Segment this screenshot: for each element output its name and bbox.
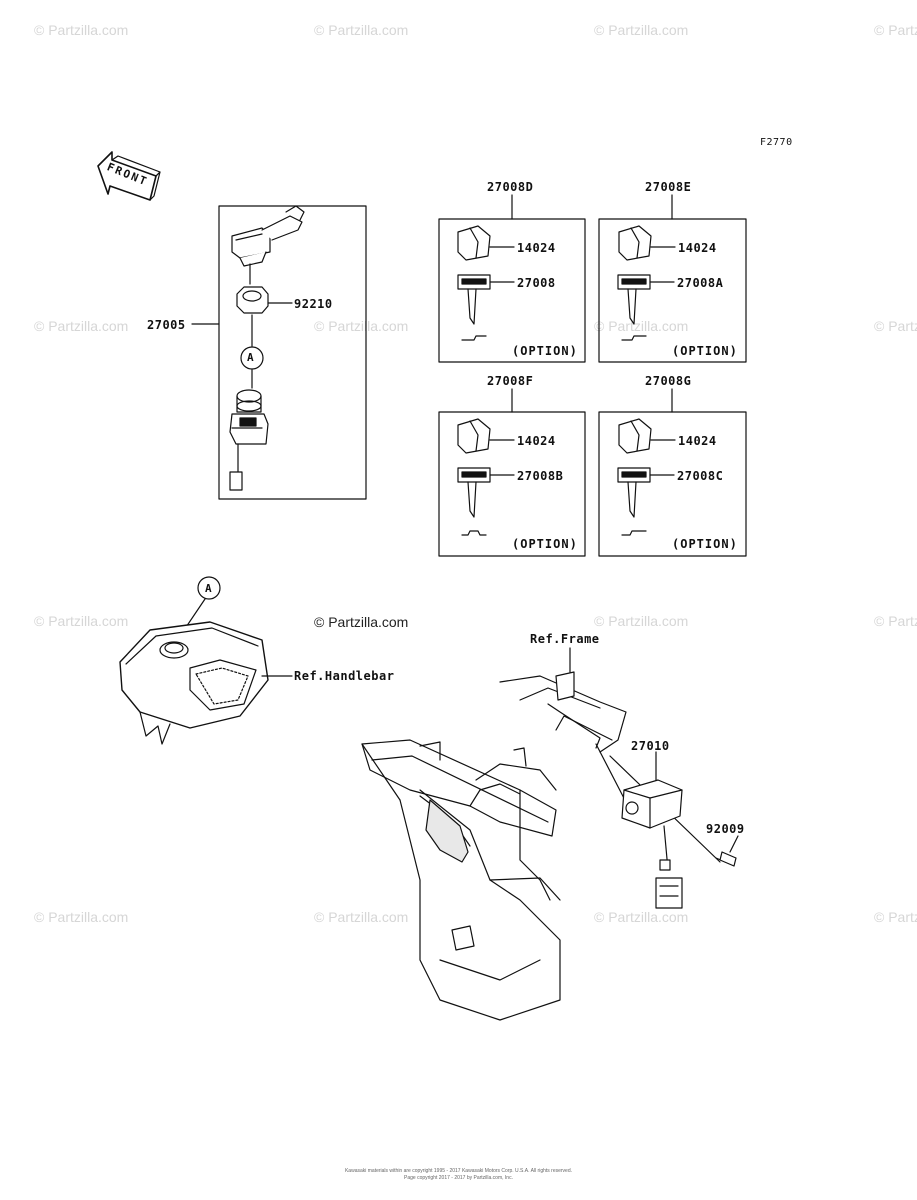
option-note: (OPTION) — [512, 537, 578, 551]
ignition-assembly-box — [218, 205, 367, 500]
watermark: © Partzilla.com — [314, 22, 409, 38]
watermark: © Partzilla.com — [314, 909, 409, 925]
callout-circle — [240, 346, 264, 370]
ignition-switch-icon — [229, 389, 269, 491]
front-arrow-icon — [97, 151, 161, 201]
key-number[interactable]: 27008C — [677, 469, 724, 483]
callout-a-label: A — [205, 582, 213, 595]
key-set-number[interactable]: 27008E — [645, 180, 692, 194]
assembly-number[interactable]: 27005 — [147, 318, 186, 332]
nut-icon — [236, 286, 293, 314]
callout-a-label: A — [247, 351, 255, 364]
option-note: (OPTION) — [512, 344, 578, 358]
switch-number[interactable]: 27010 — [631, 739, 670, 753]
key-set-number[interactable]: 27008G — [645, 374, 692, 388]
key-cover-icon — [618, 225, 676, 261]
key-icon — [231, 205, 305, 285]
watermark: © Partzilla.com — [594, 613, 689, 629]
ref-frame-label: Ref.Frame — [530, 632, 600, 646]
switch-icon — [621, 751, 683, 909]
watermark: © Partzilla.com — [314, 318, 409, 334]
key-blank-icon — [617, 467, 675, 536]
watermark: © Partzilla.com — [874, 613, 917, 629]
watermark: © Partzilla.com — [34, 318, 129, 334]
copyright-text: © Partzilla.com — [314, 614, 409, 630]
key-number[interactable]: 27008A — [677, 276, 724, 290]
handlebar-cover-icon — [119, 621, 293, 745]
key-number[interactable]: 27008 — [517, 276, 556, 290]
watermark: © Partzilla.com — [874, 318, 917, 334]
key-blank-icon — [457, 274, 515, 341]
watermark: © Partzilla.com — [594, 909, 689, 925]
key-cover-number[interactable]: 14024 — [517, 434, 556, 448]
key-set-number[interactable]: 27008F — [487, 374, 534, 388]
watermark: © Partzilla.com — [34, 909, 129, 925]
watermark: © Partzilla.com — [594, 318, 689, 334]
key-cover-icon — [457, 225, 515, 261]
bolt-number[interactable]: 92009 — [706, 822, 745, 836]
key-cover-number[interactable]: 14024 — [678, 241, 717, 255]
callout-circle — [197, 576, 221, 600]
watermark: © Partzilla.com — [594, 22, 689, 38]
bolt-icon — [715, 835, 739, 867]
figure-code: F2770 — [760, 137, 793, 148]
key-blank-icon — [617, 274, 675, 341]
key-blank-icon — [457, 467, 515, 536]
ref-handlebar-label: Ref.Handlebar — [294, 669, 395, 683]
key-number[interactable]: 27008B — [517, 469, 564, 483]
key-set-number[interactable]: 27008D — [487, 180, 534, 194]
key-cover-number[interactable]: 14024 — [517, 241, 556, 255]
nut-number[interactable]: 92210 — [294, 297, 333, 311]
key-cover-number[interactable]: 14024 — [678, 434, 717, 448]
option-note: (OPTION) — [672, 537, 738, 551]
frame-icon — [361, 647, 721, 1021]
option-note: (OPTION) — [672, 344, 738, 358]
footer-copyright: Page copyright 2017 - 2017 by Partzilla.… — [404, 1175, 513, 1181]
watermark: © Partzilla.com — [874, 909, 917, 925]
watermark: © Partzilla.com — [34, 613, 129, 629]
key-cover-icon — [618, 418, 676, 454]
footer-copyright: Kawasaki materials within are copyright … — [344, 1168, 573, 1174]
watermark: © Partzilla.com — [34, 22, 129, 38]
watermark: © Partzilla.com — [874, 22, 917, 38]
key-cover-icon — [457, 418, 515, 454]
